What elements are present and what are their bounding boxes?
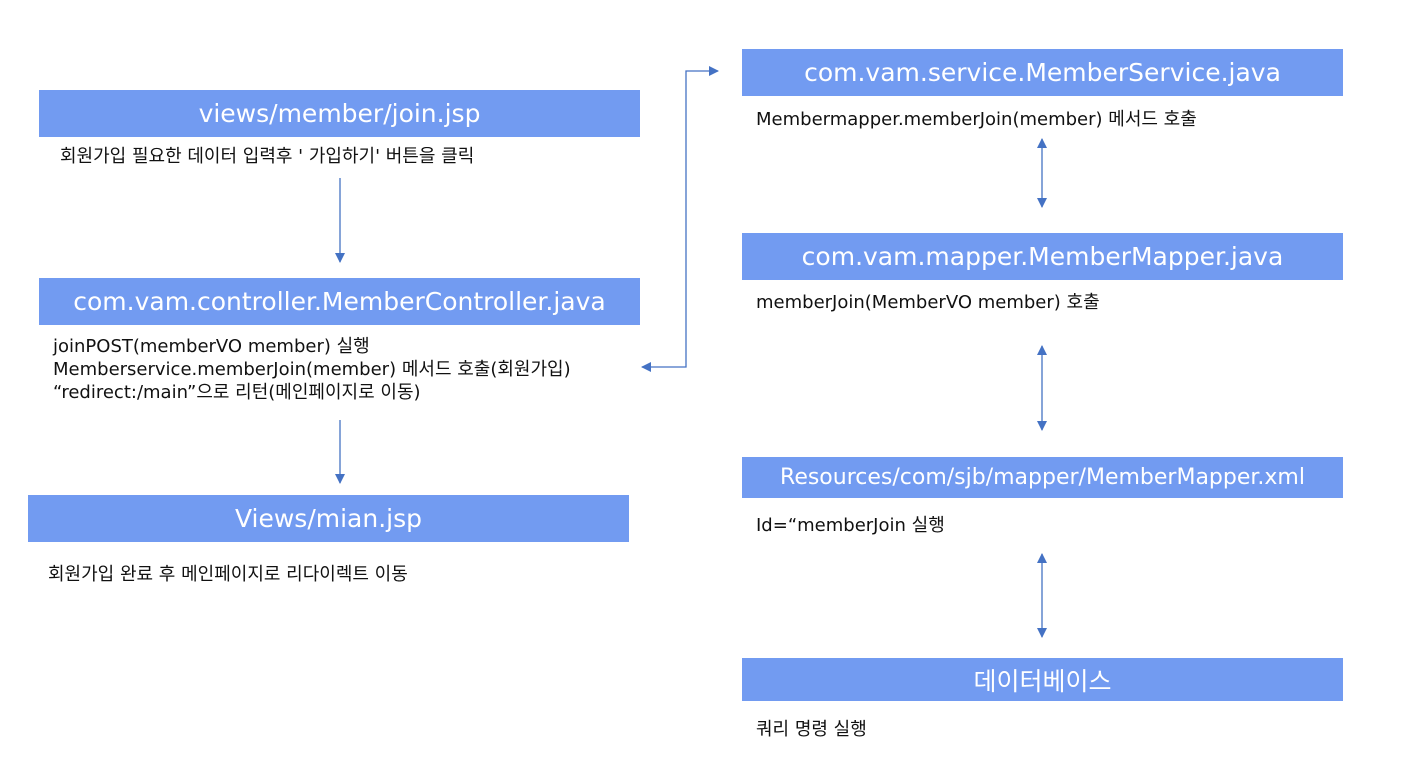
main-jsp-description: 회원가입 완료 후 메인페이지로 리다이렉트 이동: [48, 564, 408, 585]
controller-desc-line-3: “redirect:/main”으로 리턴(메인페이지로 이동): [53, 382, 421, 403]
member-mapper-label: com.vam.mapper.MemberMapper.java: [801, 242, 1284, 271]
member-controller-description: joinPOST(memberVO member) 실행 Memberservi…: [53, 335, 571, 404]
database-box: 데이터베이스: [742, 658, 1343, 701]
controller-desc-line-2: Memberservice.memberJoin(member) 메서드 호출(…: [53, 359, 571, 380]
member-service-description: Membermapper.memberJoin(member) 메서드 호출: [756, 109, 1197, 130]
member-mapper-description: memberJoin(MemberVO member) 호출: [756, 292, 1100, 313]
member-service-label: com.vam.service.MemberService.java: [804, 58, 1281, 87]
join-jsp-description: 회원가입 필요한 데이터 입력후 ' 가입하기' 버튼을 클릭: [60, 146, 475, 167]
member-controller-box: com.vam.controller.MemberController.java: [39, 278, 640, 325]
database-label: 데이터베이스: [973, 666, 1112, 696]
arrow-controller-service-connector: [641, 66, 719, 372]
main-jsp-label: Views/mian.jsp: [234, 504, 423, 533]
database-description: 쿼리 명령 실행: [756, 719, 867, 740]
mapper-xml-box: Resources/com/sjb/mapper/MemberMapper.xm…: [742, 457, 1343, 498]
controller-desc-line-1: joinPOST(memberVO member) 실행: [53, 336, 370, 357]
join-jsp-box: views/member/join.jsp: [39, 90, 640, 137]
member-controller-label: com.vam.controller.MemberController.java: [73, 287, 606, 316]
mapper-xml-label: Resources/com/sjb/mapper/MemberMapper.xm…: [780, 465, 1305, 490]
mapper-xml-description: Id=“memberJoin 실행: [756, 515, 945, 536]
join-jsp-label: views/member/join.jsp: [198, 99, 481, 128]
member-mapper-box: com.vam.mapper.MemberMapper.java: [742, 233, 1343, 280]
main-jsp-box: Views/mian.jsp: [28, 495, 629, 542]
member-service-box: com.vam.service.MemberService.java: [742, 49, 1343, 96]
